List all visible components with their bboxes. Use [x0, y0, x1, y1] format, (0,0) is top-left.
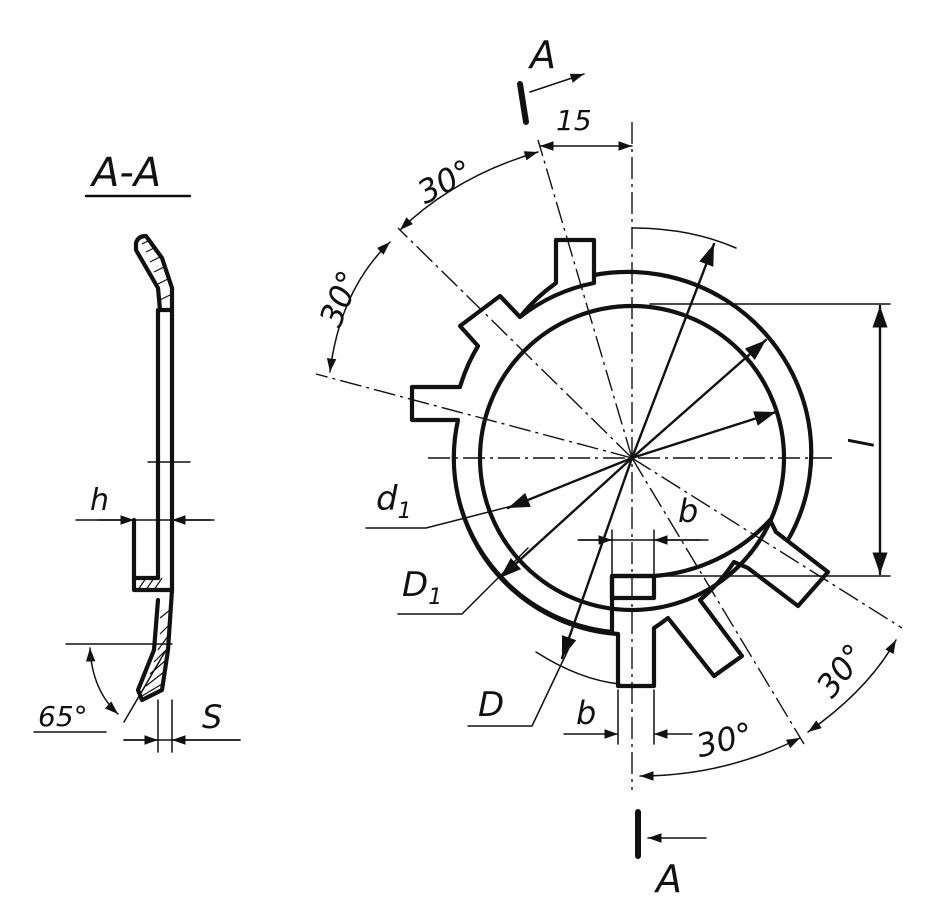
section-hatching-top: [141, 239, 173, 301]
angle-top-label: 30°: [411, 152, 479, 212]
D1-label: D1: [402, 565, 442, 610]
tab-axis-left: [397, 227, 633, 459]
section-hatching-foot: [137, 577, 163, 591]
lock-tab-bottom: [609, 573, 657, 601]
l-label: l: [843, 438, 883, 448]
angle-65-arc: [85, 647, 119, 715]
section-cut-label-bottom: A: [653, 857, 682, 898]
section-title: A-A: [89, 150, 161, 196]
angle-lower-label: 30°: [692, 715, 756, 766]
diameter-D-arrow: [560, 456, 634, 660]
tab-axis-top: [537, 139, 633, 459]
h-label: h: [90, 483, 109, 518]
section-cut-label-top: A: [527, 33, 556, 77]
D1-leader: [397, 547, 529, 615]
angle-65-label: 65°: [38, 700, 88, 733]
angle-upper-left-label: 30°: [312, 265, 368, 332]
D-leader: [467, 649, 569, 727]
section-profile-bent-lip: [135, 587, 175, 703]
angle-arc-lower: [639, 737, 801, 781]
diameter-D1-arrow: [498, 456, 634, 580]
offset-15-label: 15: [556, 104, 592, 137]
section-view-a-a: A-A h 65° S: [33, 150, 241, 753]
tab-axis-right: [631, 457, 903, 629]
section-hatching-lip: [141, 609, 171, 697]
angle-arc-top: [399, 151, 539, 231]
outer-contour-with-tabs: [409, 237, 831, 689]
section-profile-top-lip: [133, 233, 175, 313]
section-profile-web: [155, 307, 175, 593]
s-label: S: [202, 698, 222, 736]
angle-arc-bottom-left: [535, 651, 621, 685]
angle-lower-right-label: 30°: [809, 636, 874, 704]
tab-axis-upper-left: [315, 373, 633, 459]
d1-label: d1: [376, 479, 412, 524]
b-top-label: b: [678, 492, 698, 530]
angle-arc-lower-right: [807, 639, 897, 733]
angle-arc-upper-left: [326, 241, 391, 373]
b-bottom-label: b: [576, 694, 596, 732]
D-label: D: [478, 685, 504, 725]
section-cut-mark-top: [517, 81, 529, 125]
plan-view: d1 D1 D l b b 15 30° 30° 30° 30: [312, 33, 903, 898]
diameter-d1-arrow: [506, 456, 634, 510]
inner-circle-d1: [477, 303, 787, 613]
section-profile-foot: [131, 517, 175, 593]
tab-axis-lower-right: [631, 457, 805, 745]
angle-arc-top-right: [631, 227, 737, 249]
d1-leader: [365, 505, 513, 529]
